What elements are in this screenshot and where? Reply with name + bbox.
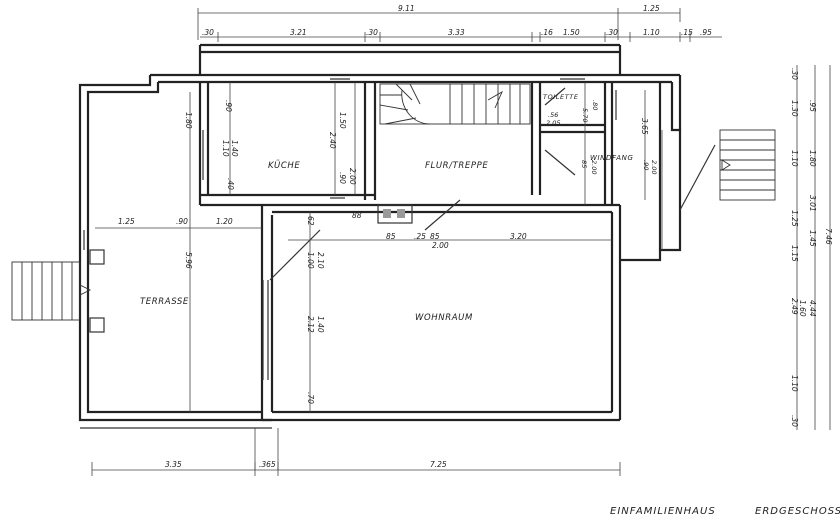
dim-wr-70: .70: [306, 392, 315, 404]
dim-k-40: .40: [226, 178, 235, 190]
dim-top-3: .30: [366, 28, 378, 37]
dim-wr-100: 1.00: [306, 252, 315, 269]
dim-right-6: 3.01: [808, 195, 817, 212]
room-label-terrasse: TERRASSE: [140, 297, 189, 307]
dim-w-365: 3.65: [640, 118, 649, 135]
room-label-flur-treppe: FLUR/TREPPE: [425, 161, 488, 171]
dim-bottom-1: 3.35: [165, 460, 182, 469]
dim-top-5: .16: [541, 28, 553, 37]
left-exterior-stairs: [11, 249, 105, 333]
dim-k-150: 1.50: [338, 112, 347, 129]
dim-m-200: 2.00: [432, 241, 449, 250]
interior-walls: [200, 82, 620, 224]
dim-right-11: 2.49: [790, 298, 799, 315]
room-label-wohnraum: WOHNRAUM: [415, 313, 473, 323]
interior-dimensions: [95, 82, 663, 412]
dim-ter-top: 1.80: [184, 112, 193, 129]
dim-right-2: 1.30: [790, 100, 799, 117]
right-exterior-stairs: [719, 129, 776, 201]
dim-terrace-2: .90: [176, 217, 188, 226]
dim-wr-210: 2.10: [316, 252, 325, 269]
room-label-windfang: WINDFANG: [590, 154, 633, 162]
dim-top-total: 9.11: [398, 4, 415, 13]
dim-m-25: .25: [414, 232, 426, 241]
dim-l-62: 62: [306, 216, 315, 226]
dim-k-140: 1.40: [230, 140, 239, 157]
dim-right-14: 1.10: [790, 375, 799, 392]
dim-top-8: 1.10: [643, 28, 660, 37]
main-staircase: [379, 83, 531, 125]
room-label-toilette: TOILETTE: [543, 93, 579, 101]
dim-t-80: .80: [591, 100, 599, 110]
top-dimensions: [197, 8, 722, 42]
dim-right-7: 1.25: [790, 210, 799, 227]
dim-right-12: 1.60: [798, 300, 807, 317]
dim-right-1: .30: [790, 68, 799, 80]
drawing-title-floor: ERDGESCHOSS: [755, 506, 840, 517]
dim-l-88: 88: [352, 211, 362, 220]
dim-w-200: 2.00: [590, 160, 598, 174]
dim-terrace-1: 1.25: [118, 217, 135, 226]
dim-terrace-3: 1.20: [216, 217, 233, 226]
dim-top-9: .15: [681, 28, 693, 37]
dim-k-240: 2.40: [328, 132, 337, 149]
dim-right-3: .95: [808, 100, 817, 112]
dim-t-205: 2.05: [546, 119, 560, 127]
dim-right-8: 1.45: [808, 230, 817, 247]
dim-t-56: .56: [548, 111, 558, 119]
dim-m-85b: 85: [430, 232, 440, 241]
dim-top-10: .95: [700, 28, 712, 37]
dim-w-90: .90: [642, 160, 650, 170]
dim-w-200b: 2.00: [650, 160, 658, 174]
dim-bottom-2: .365: [259, 460, 276, 469]
dim-right-9: 1.15: [790, 245, 799, 262]
dim-w-85: 85: [580, 160, 588, 168]
dim-bottom-3: 7.25: [430, 460, 447, 469]
dim-ter-height: 5.96: [184, 252, 193, 269]
exterior-walls: [78, 43, 682, 429]
dim-k-90: .90: [224, 100, 233, 112]
right-dimensions: [796, 65, 831, 430]
dim-right-15: .30: [790, 415, 799, 427]
bottom-dimensions: [91, 428, 621, 476]
dim-wr-212: 2.12: [306, 316, 315, 333]
dim-top-right: 1.25: [643, 4, 660, 13]
dim-top-1: .30: [202, 28, 214, 37]
dim-right-5: 1.80: [808, 150, 817, 167]
dim-m-85: 85: [386, 232, 396, 241]
dim-top-2: 3.21: [290, 28, 307, 37]
room-label-kueche: KÜCHE: [268, 160, 300, 171]
doors: [269, 87, 716, 281]
windows: [83, 78, 617, 380]
dim-top-7: .30: [606, 28, 618, 37]
dim-right-10: 7.46: [824, 228, 833, 245]
dim-m-320: 3.20: [510, 232, 527, 241]
dim-t-570: 5.70: [581, 108, 589, 122]
dim-k-110: 1.10: [221, 140, 230, 157]
dim-top-4: 3.33: [448, 28, 465, 37]
dim-k-200: 2.00: [348, 168, 357, 185]
dim-right-13: 4.44: [808, 300, 817, 317]
dim-k-90b: .90: [338, 172, 347, 184]
dim-right-4: 1.10: [790, 150, 799, 167]
dim-top-6: 1.50: [563, 28, 580, 37]
drawing-title-house: EINFAMILIENHAUS: [610, 506, 716, 517]
dim-wr-140: 1.40: [316, 316, 325, 333]
